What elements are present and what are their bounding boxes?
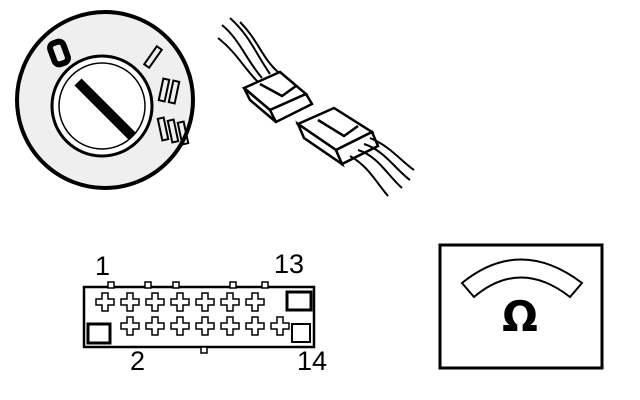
pin-label-13: 13: [274, 249, 305, 279]
lower-wire-bundle: [349, 137, 415, 197]
position-mark-I: [142, 44, 164, 70]
pin-label-2: 2: [130, 346, 146, 376]
pin-cavity: [120, 292, 140, 312]
connector-housing: [82, 285, 316, 349]
disconnected-plug-pair: [217, 17, 415, 197]
ignition-key-slot: [74, 78, 136, 140]
pin-label-14: 14: [297, 346, 328, 376]
ohmmeter: [438, 243, 604, 370]
ohm-symbol: Ω: [502, 292, 538, 341]
lower-plug: [295, 106, 380, 168]
connector-tab: [107, 281, 115, 289]
pin-cavity: [245, 292, 265, 312]
pin-cavity: [145, 292, 165, 312]
pin-cavity: [95, 292, 115, 312]
position-mark-0: [47, 38, 71, 68]
ohmmeter-scale-arc: [460, 258, 584, 299]
pin-2-square: [86, 322, 112, 345]
pin-cavity: [245, 316, 265, 336]
connector-tab: [172, 281, 180, 289]
pin-cavity: [145, 316, 165, 336]
ignition-switch: [15, 10, 195, 190]
pin-label-1: 1: [95, 251, 111, 281]
position-mark-III: [156, 116, 190, 146]
connector-tab: [144, 281, 152, 289]
position-mark-II: [157, 77, 181, 105]
connector-tab: [261, 281, 269, 289]
pin-cavity: [195, 292, 215, 312]
pin-cavity: [270, 316, 290, 336]
pin-cavity: [170, 316, 190, 336]
pin-13-square: [285, 290, 313, 312]
upper-wire-bundle: [217, 17, 279, 83]
pin-cavity: [195, 316, 215, 336]
pin-cavity: [120, 316, 140, 336]
pin-cavity: [220, 292, 240, 312]
connector-block: [82, 281, 316, 354]
pin-cavity: [220, 316, 240, 336]
pin-14-square: [291, 323, 311, 343]
connector-tab: [229, 281, 237, 289]
pin-cavity: [170, 292, 190, 312]
upper-plug: [241, 70, 314, 124]
